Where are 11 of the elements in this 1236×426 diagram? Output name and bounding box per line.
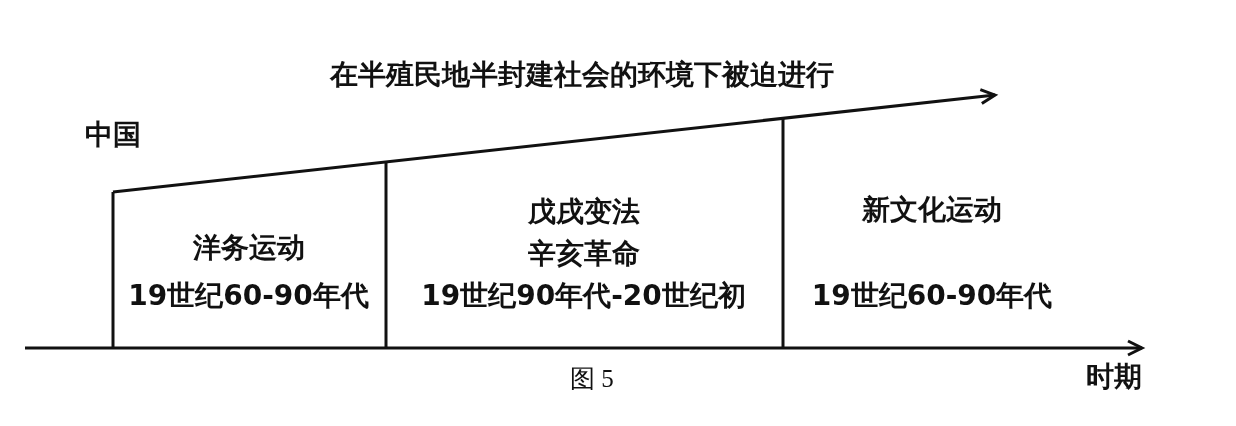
event-name: 新文化运动 [862,193,1002,227]
period-label: 19世纪60-90年代 [128,279,369,313]
event-name: 辛亥革命 [527,237,640,271]
axis-label: 时期 [1086,360,1142,394]
arrow-label: 在半殖民地半封建社会的环境下被迫进行 [330,58,834,92]
period-label: 19世纪60-90年代 [811,279,1053,313]
event-name: 戊戌变法 [527,195,640,229]
event-name: 洋务运动 [192,231,305,265]
period-label: 19世纪90年代-20世纪初 [421,279,746,313]
axis-label: 中国 [85,118,141,152]
figure-caption: 图 5 [570,364,614,394]
